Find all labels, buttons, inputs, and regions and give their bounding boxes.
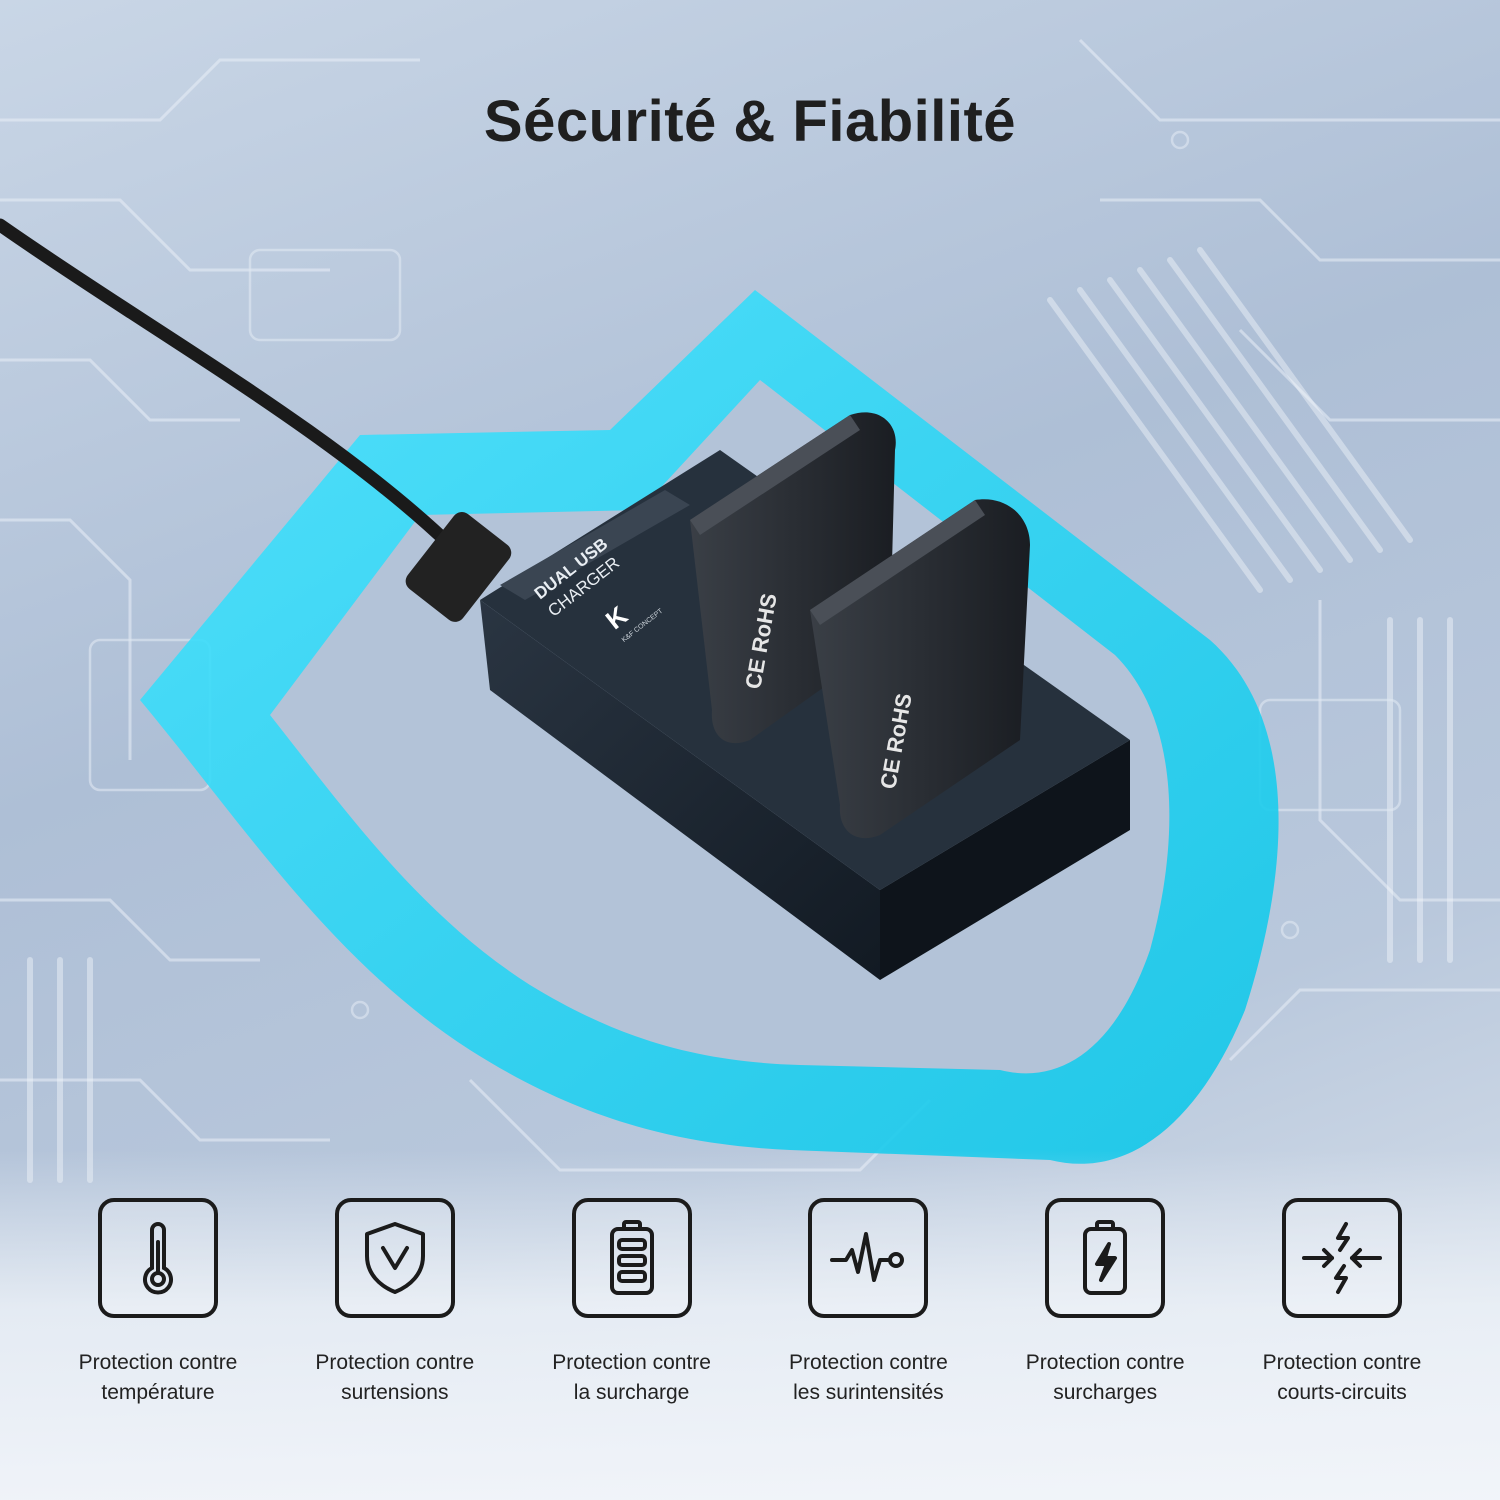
feature-overvoltage: Protection contre surtensions: [277, 1198, 513, 1438]
feature-label-line1: Protection contre: [1262, 1351, 1422, 1374]
feature-label-line2: température: [101, 1381, 215, 1404]
usb-cable: [0, 218, 457, 552]
feature-overcurrent: Protection contre les surintensités: [750, 1198, 986, 1438]
feature-overload: Protection contre surcharges: [987, 1198, 1223, 1438]
page-title: Sécurité & Fiabilité: [483, 89, 1017, 154]
battery-right: CE RoHS: [810, 499, 1030, 839]
feature-icon-box: [1045, 1198, 1166, 1318]
feature-label-line2: surcharges: [1053, 1381, 1158, 1404]
thermometer-icon: [143, 1222, 173, 1295]
short-circuit-icon: [1301, 1222, 1382, 1294]
feature-temperature: Protection contre température: [40, 1198, 276, 1438]
feature-label-line1: Protection contre: [789, 1351, 948, 1374]
pulse-icon: [830, 1232, 905, 1282]
feature-label-line1: Protection contre: [1025, 1351, 1185, 1374]
feature-icon-box: [808, 1198, 929, 1318]
feature-short-circuit: Protection contre courts-circuits: [1224, 1198, 1460, 1438]
bottom-fade: [0, 1150, 1500, 1500]
feature-icon-box: [1281, 1198, 1402, 1318]
battery-bolt-icon: [1083, 1220, 1128, 1295]
feature-overcharge: Protection contre la surcharge: [514, 1198, 750, 1438]
feature-label-line2: surtensions: [341, 1381, 449, 1404]
feature-icon-box: [98, 1198, 218, 1318]
feature-label-line1: Protection contre: [78, 1351, 238, 1374]
feature-label-line1: Protection contre: [552, 1351, 711, 1374]
feature-label-line2: les surintensités: [793, 1381, 944, 1404]
battery-full-icon: [609, 1220, 654, 1295]
feature-label-line1: Protection contre: [315, 1351, 475, 1374]
feature-label-line2: la surcharge: [573, 1381, 690, 1404]
feature-icon-box: [334, 1198, 455, 1318]
feature-icon-box: [571, 1198, 692, 1318]
shield-check-icon: [364, 1222, 425, 1294]
feature-label-line2: courts-circuits: [1277, 1381, 1407, 1404]
feature-list: Protection contre température Protection…: [40, 1198, 1460, 1438]
